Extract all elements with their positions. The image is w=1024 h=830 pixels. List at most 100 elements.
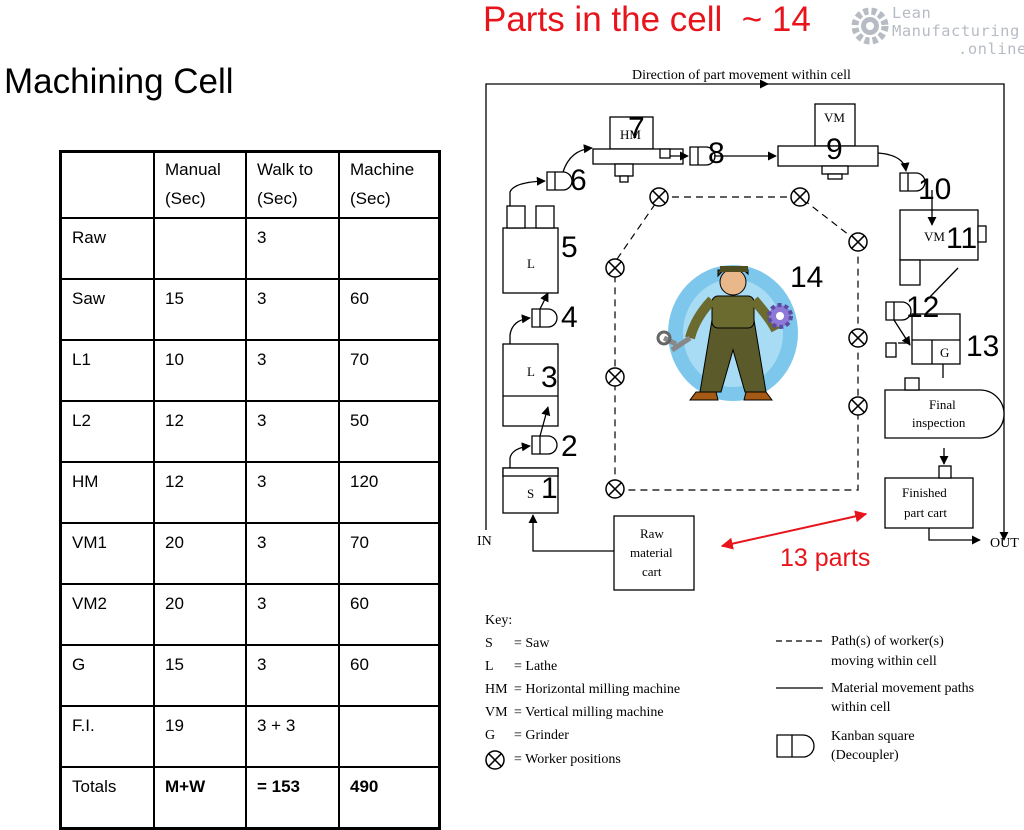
table-cell — [338, 217, 441, 280]
station-number-6: 6 — [570, 164, 587, 197]
table-cell: 70 — [338, 339, 441, 402]
header-walk: Walk to — [257, 160, 314, 179]
key-desc: Path(s) of worker(s) — [831, 634, 944, 649]
raw-cart-line-3: cart — [642, 564, 662, 579]
key-desc: moving within cell — [831, 654, 937, 669]
page-title: Machining Cell — [4, 62, 234, 101]
table-cell: 15 — [153, 278, 247, 341]
worker-number-14: 14 — [790, 261, 823, 294]
station-number-9: 9 — [826, 133, 843, 166]
station-number-4: 4 — [561, 301, 578, 334]
header-manual: Manual — [165, 160, 221, 179]
key-desc: = Worker positions — [514, 752, 621, 767]
table-cell: VM1 — [59, 522, 155, 585]
key-desc: Material movement paths — [831, 681, 974, 696]
station-number-10: 10 — [918, 173, 951, 206]
table-cell: 3 — [245, 400, 340, 463]
kanban-square-6 — [546, 171, 573, 191]
header-machine-unit: (Sec) — [350, 189, 391, 208]
key-code: G — [485, 728, 495, 743]
station-saw — [502, 467, 559, 514]
lathe-2-letter: L — [527, 364, 535, 379]
table-cell: HM — [59, 461, 155, 524]
key-code: S — [485, 636, 493, 651]
lean-manufacturing-logo: Lean Manufacturing .online — [848, 2, 1024, 64]
hm-letter: HM — [620, 127, 641, 142]
station-number-1: 1 — [541, 472, 558, 505]
kanban-square-12 — [885, 301, 912, 321]
key-desc: = Vertical milling machine — [514, 705, 664, 720]
worker-position-icon — [790, 187, 810, 207]
table-cell: 12 — [153, 461, 247, 524]
kanban-square-8 — [689, 146, 716, 166]
station-horizontal-mill — [592, 116, 684, 183]
table-cell: 12 — [153, 400, 247, 463]
worker-illustration-icon — [656, 265, 798, 401]
table-cell: Saw — [59, 278, 155, 341]
table-cell: M+W — [153, 766, 247, 830]
final-inspection-line-2: inspection — [912, 415, 966, 430]
key-desc: (Decoupler) — [831, 748, 899, 763]
table-cell: Totals — [59, 766, 155, 830]
table-header — [59, 150, 155, 219]
vm-2-letter: VM — [924, 229, 945, 244]
logo-line-2: Manufacturing — [892, 22, 1020, 40]
raw-material-cart — [613, 515, 695, 591]
table-cell — [338, 705, 441, 768]
key-desc: = Horizontal milling machine — [514, 682, 680, 697]
header-machine: Machine — [350, 160, 415, 179]
table-cell: 3 — [245, 644, 340, 707]
outer-flow-path — [485, 79, 1009, 541]
table-header: Machine (Sec) — [338, 150, 441, 219]
table-cell: 3 — [245, 461, 340, 524]
header-manual-unit: (Sec) — [165, 189, 206, 208]
table-cell: 50 — [338, 400, 441, 463]
kanban-square-4 — [531, 308, 558, 328]
parts-span-arrow — [720, 510, 868, 550]
table-cell: = 153 — [245, 766, 340, 830]
table-cell: 3 + 3 — [245, 705, 340, 768]
table-cell: 3 — [245, 522, 340, 585]
table-cell: 19 — [153, 705, 247, 768]
station-number-13: 13 — [966, 330, 999, 363]
finished-cart-line-2: part cart — [904, 505, 947, 520]
grinder-letter: G — [940, 345, 949, 360]
table-cell: 60 — [338, 583, 441, 646]
key-desc: = Saw — [514, 636, 550, 651]
table-totals-row: Totals M+W = 153 490 — [59, 766, 441, 830]
table-cell — [153, 217, 247, 280]
table-cell: VM2 — [59, 583, 155, 646]
machining-cell-diagram: Direction of part movement within cell I… — [477, 68, 1019, 770]
worker-position-icon — [848, 396, 868, 416]
table-cell: 3 — [245, 583, 340, 646]
table-cell: 3 — [245, 339, 340, 402]
direction-label: Direction of part movement within cell — [632, 68, 851, 83]
key-desc: within cell — [831, 700, 891, 715]
worker-path — [614, 196, 859, 491]
table-header-row: Manual (Sec) Walk to(Sec) Machine (Sec) — [59, 150, 441, 219]
table-cell: G — [59, 644, 155, 707]
station-vertical-mill-2 — [899, 209, 987, 286]
parts-count-label: 13 parts — [780, 544, 870, 572]
diagram-key: Key: S = Saw L = Lathe HM = Horizontal m… — [485, 613, 974, 770]
worker-position-icon — [848, 232, 868, 252]
raw-cart-line-2: material — [630, 545, 673, 560]
station-number-3: 3 — [541, 361, 558, 394]
key-code: HM — [485, 682, 508, 697]
station-number-2: 2 — [561, 430, 578, 463]
kanban-square-10 — [899, 172, 926, 192]
table-cell: 20 — [153, 583, 247, 646]
table-cell: 60 — [338, 278, 441, 341]
key-code: VM — [485, 705, 508, 720]
table-header: Walk to(Sec) — [245, 150, 340, 219]
saw-letter: S — [527, 486, 534, 501]
worker-position-icon — [848, 328, 868, 348]
logo-line-3: .online — [958, 40, 1024, 58]
worker-position-key-icon — [485, 750, 505, 770]
